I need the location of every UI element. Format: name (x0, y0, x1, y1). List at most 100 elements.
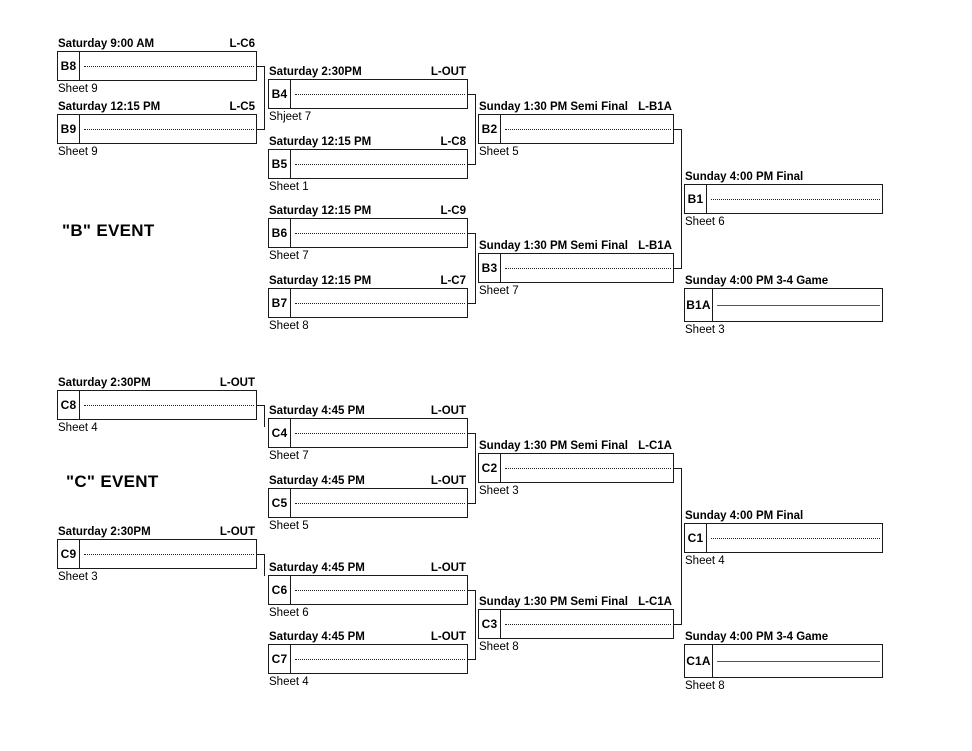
match-b5-loser-dest: L-C8 (440, 136, 466, 148)
match-b6-loser-dest: L-C9 (440, 205, 466, 217)
connector-c8-stub (257, 405, 265, 407)
match-c4-box[interactable]: C4 (268, 418, 468, 448)
match-b5-teams[interactable] (291, 150, 467, 178)
match-c7-teams[interactable] (291, 645, 467, 673)
match-c5-code: C5 (269, 489, 291, 517)
match-b1-box[interactable]: B1 (684, 184, 883, 214)
match-b5-code: B5 (269, 150, 291, 178)
match-b9-divider (84, 129, 254, 130)
match-b2-sheet: Sheet 5 (479, 146, 519, 158)
match-b4-box[interactable]: B4 (268, 79, 468, 109)
match-b3-divider (505, 268, 671, 269)
match-b2-divider (505, 129, 671, 130)
match-b1a-time: Sunday 4:00 PM 3-4 Game (685, 275, 829, 287)
match-c2-teams[interactable] (501, 454, 673, 482)
match-b9-header: Saturday 12:15 PM L-C5 (57, 101, 257, 114)
match-b1-sheet: Sheet 6 (685, 216, 725, 228)
match-c2-header: Sunday 1:30 PM Semi Final L-C1A (478, 440, 674, 453)
match-b8-teams[interactable] (80, 52, 256, 80)
match-c5-teams[interactable] (291, 489, 467, 517)
match-c1-box[interactable]: C1 (684, 523, 883, 553)
match-c4-teams[interactable] (291, 419, 467, 447)
match-b6-teams[interactable] (291, 219, 467, 247)
match-c3-loser-dest: L-C1A (638, 596, 672, 608)
match-c4-divider (295, 433, 465, 434)
match-c2-time: Sunday 1:30 PM Semi Final (479, 440, 628, 452)
match-c9-time: Saturday 2:30PM (58, 526, 151, 538)
match-b7-teams[interactable] (291, 289, 467, 317)
match-c1-teams[interactable] (707, 524, 882, 552)
match-b1-time: Sunday 4:00 PM Final (685, 171, 804, 183)
match-c2-box[interactable]: C2 (478, 453, 674, 483)
match-c7-loser-dest: L-OUT (430, 631, 466, 643)
connector-c5-stub (468, 503, 476, 505)
match-c6-loser-dest: L-OUT (430, 562, 466, 574)
match-c7-divider (295, 659, 465, 660)
match-c5-box[interactable]: C5 (268, 488, 468, 518)
match-b5-box[interactable]: B5 (268, 149, 468, 179)
match-b2-box[interactable]: B2 (478, 114, 674, 144)
match-c6-teams[interactable] (291, 576, 467, 604)
match-b2-time: Sunday 1:30 PM Semi Final (479, 101, 628, 113)
match-b3-loser-dest: L-B1A (638, 240, 672, 252)
match-b8-divider (84, 66, 254, 67)
match-b3-teams[interactable] (501, 254, 673, 282)
match-b9-box[interactable]: B9 (57, 114, 257, 144)
match-c1a-teams[interactable] (713, 645, 882, 677)
match-c3-teams[interactable] (501, 610, 673, 638)
match-b1a-box[interactable]: B1A (684, 288, 883, 322)
match-b1-teams[interactable] (707, 185, 882, 213)
match-c9-divider (84, 554, 254, 555)
match-b7-sheet: Sheet 8 (269, 320, 309, 332)
match-c9-box[interactable]: C9 (57, 539, 257, 569)
match-c3-sheet: Sheet 8 (479, 641, 519, 653)
match-b1-divider (711, 199, 880, 200)
match-c5-time: Saturday 4:45 PM (269, 475, 365, 487)
match-b6-box[interactable]: B6 (268, 218, 468, 248)
match-b2-teams[interactable] (501, 115, 673, 143)
connector-b8-b9-vertical (264, 66, 266, 130)
match-b1a-teams[interactable] (713, 289, 882, 321)
match-b8-code: B8 (58, 52, 80, 80)
match-c1-divider (711, 538, 880, 539)
match-b9-teams[interactable] (80, 115, 256, 143)
match-c5-header: Saturday 4:45 PM L-OUT (268, 475, 468, 488)
match-c4-header: Saturday 4:45 PM L-OUT (268, 405, 468, 418)
connector-b2-b3-vertical (681, 129, 683, 268)
match-b7-code: B7 (269, 289, 291, 317)
match-c3-box[interactable]: C3 (478, 609, 674, 639)
match-c1-sheet: Sheet 4 (685, 555, 725, 567)
match-c9-loser-dest: L-OUT (219, 526, 255, 538)
match-b1a-divider (717, 305, 880, 306)
match-c1a-box[interactable]: C1A (684, 644, 883, 678)
connector-c7-stub (468, 659, 476, 661)
match-b3-box[interactable]: B3 (478, 253, 674, 283)
connector-b9-stub (257, 129, 265, 131)
match-c7-code: C7 (269, 645, 291, 673)
match-b6-divider (295, 233, 465, 234)
match-c8-box[interactable]: C8 (57, 390, 257, 420)
match-c5-loser-dest: L-OUT (430, 475, 466, 487)
match-b6-time: Saturday 12:15 PM (269, 205, 372, 217)
match-b7-box[interactable]: B7 (268, 288, 468, 318)
connector-c2-c3-vertical (681, 468, 683, 624)
match-b8-time: Saturday 9:00 AM (58, 38, 155, 50)
match-c7-header: Saturday 4:45 PM L-OUT (268, 631, 468, 644)
match-b4-code: B4 (269, 80, 291, 108)
match-b5-sheet: Sheet 1 (269, 181, 309, 193)
match-b6-sheet: Sheet 7 (269, 250, 309, 262)
match-b5-header: Saturday 12:15 PM L-C8 (268, 136, 468, 149)
match-c6-code: C6 (269, 576, 291, 604)
match-c8-teams[interactable] (80, 391, 256, 419)
match-c7-box[interactable]: C7 (268, 644, 468, 674)
match-b9-sheet: Sheet 9 (58, 146, 98, 158)
match-b8-box[interactable]: B8 (57, 51, 257, 81)
match-b8-header: Saturday 9:00 AM L-C6 (57, 38, 257, 51)
connector-b3-stub (674, 268, 682, 270)
c-event-title: "C" EVENT (66, 472, 159, 491)
match-b4-teams[interactable] (291, 80, 467, 108)
match-c6-box[interactable]: C6 (268, 575, 468, 605)
match-b9-time: Saturday 12:15 PM (58, 101, 161, 113)
match-c9-teams[interactable] (80, 540, 256, 568)
